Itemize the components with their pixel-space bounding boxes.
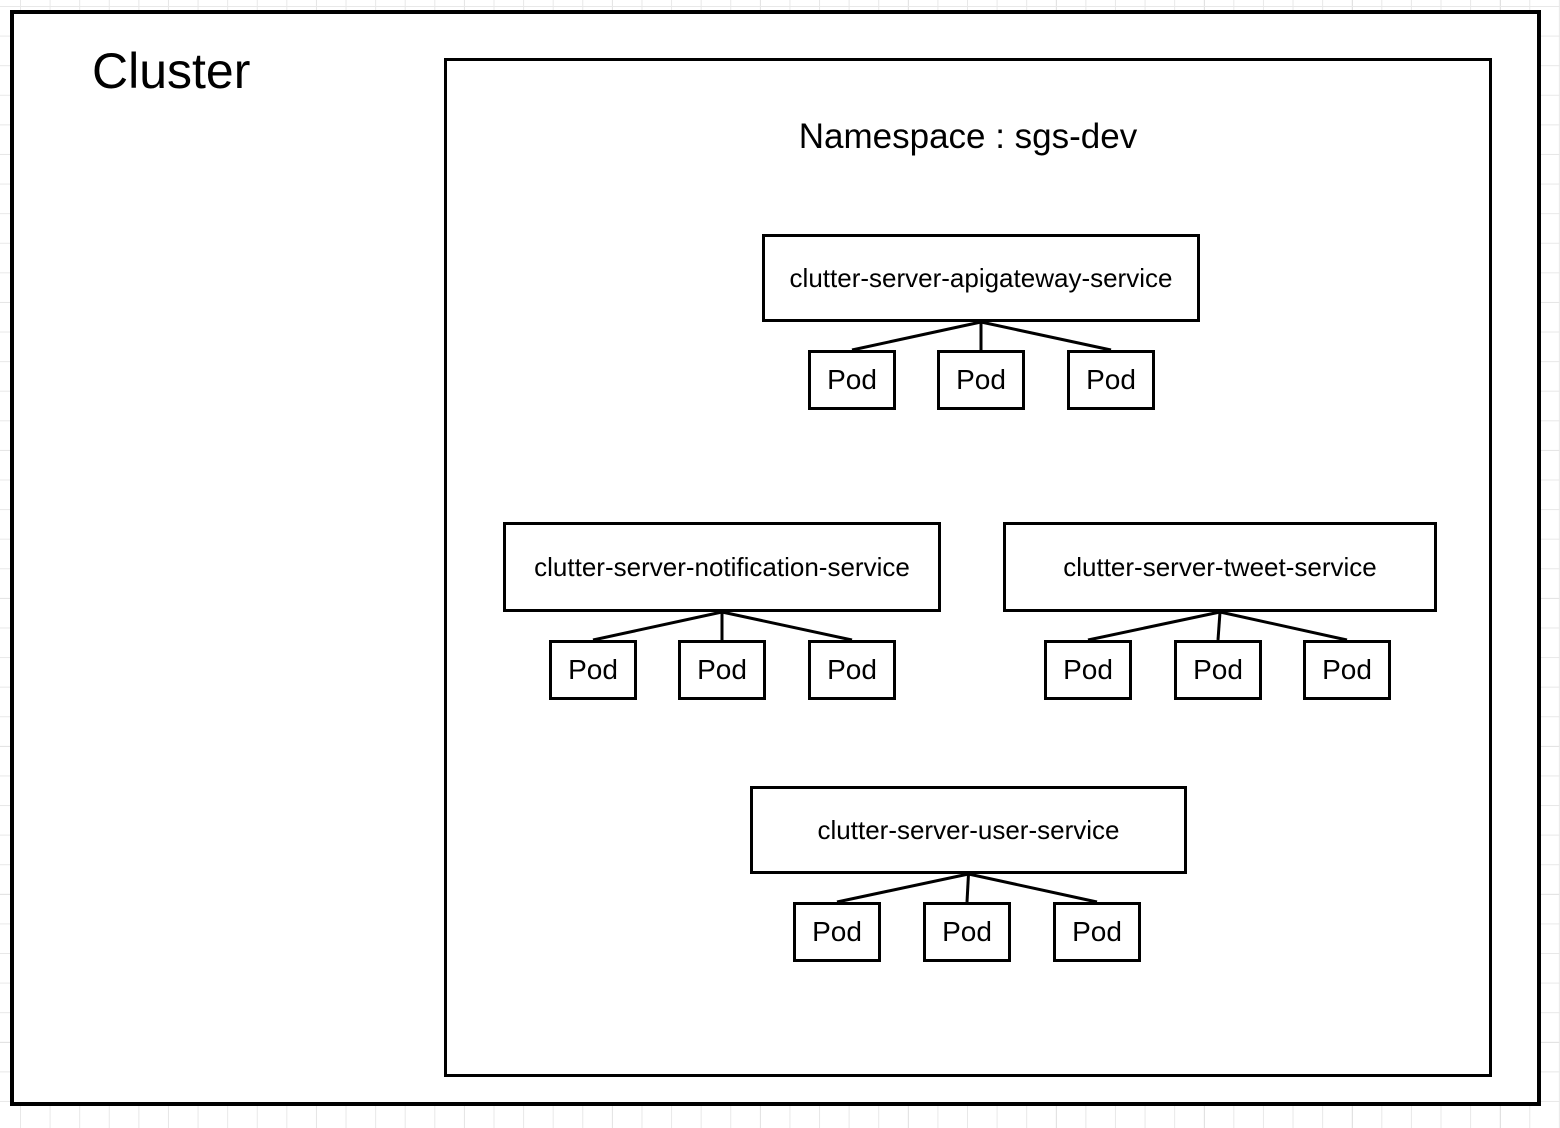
pod-label: Pod	[1322, 654, 1372, 685]
pod-box-apigateway-1[interactable]: Pod	[808, 350, 896, 410]
pod-label: Pod	[827, 364, 877, 395]
pod-box-notification-3[interactable]: Pod	[808, 640, 896, 700]
pod-label: Pod	[697, 654, 747, 685]
pod-box-notification-2[interactable]: Pod	[678, 640, 766, 700]
pod-label: Pod	[812, 916, 862, 947]
service-label: clutter-server-user-service	[817, 815, 1120, 845]
namespace-title: Namespace : sgs-dev	[798, 117, 1138, 156]
service-label: clutter-server-tweet-service	[1063, 552, 1377, 582]
pod-label: Pod	[942, 916, 992, 947]
service-box-notification[interactable]: clutter-server-notification-service	[503, 522, 941, 612]
pod-label: Pod	[1063, 654, 1113, 685]
pod-box-notification-1[interactable]: Pod	[549, 640, 637, 700]
pod-box-apigateway-2[interactable]: Pod	[937, 350, 1025, 410]
pod-label: Pod	[827, 654, 877, 685]
pod-label: Pod	[1193, 654, 1243, 685]
service-box-user[interactable]: clutter-server-user-service	[750, 786, 1187, 874]
pod-box-tweet-3[interactable]: Pod	[1303, 640, 1391, 700]
pod-box-apigateway-3[interactable]: Pod	[1067, 350, 1155, 410]
pod-box-user-1[interactable]: Pod	[793, 902, 881, 962]
pod-box-user-3[interactable]: Pod	[1053, 902, 1141, 962]
pod-label: Pod	[1086, 364, 1136, 395]
service-label: clutter-server-notification-service	[534, 552, 910, 582]
pod-box-user-2[interactable]: Pod	[923, 902, 1011, 962]
service-box-tweet[interactable]: clutter-server-tweet-service	[1003, 522, 1437, 612]
pod-label: Pod	[956, 364, 1006, 395]
service-label: clutter-server-apigateway-service	[789, 263, 1173, 293]
pod-box-tweet-1[interactable]: Pod	[1044, 640, 1132, 700]
pod-box-tweet-2[interactable]: Pod	[1174, 640, 1262, 700]
cluster-label: Cluster	[92, 43, 251, 99]
service-box-apigateway[interactable]: clutter-server-apigateway-service	[762, 234, 1200, 322]
pod-label: Pod	[1072, 916, 1122, 947]
pod-label: Pod	[568, 654, 618, 685]
